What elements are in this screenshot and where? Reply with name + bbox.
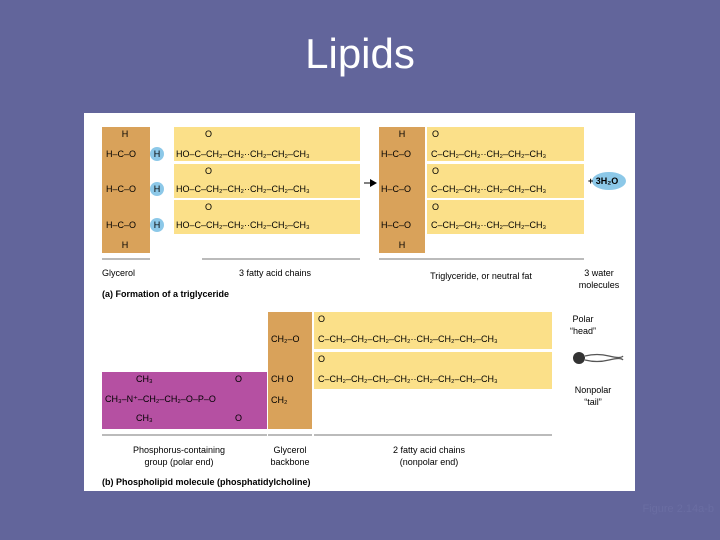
phospholipid-chain-row-1: C–CH₂–CH₂–CH₂–CH₂··CH₂–CH₂–CH₂–CH₃: [318, 334, 498, 344]
phosphate-o-bottom: O: [235, 413, 242, 423]
glycerol-bottom-h: H: [122, 240, 129, 250]
glycerol-row-1: H–C–O: [106, 149, 136, 159]
triglyceride-chain-row-1: C–CH₂–CH₂··CH₂–CH₂–CH₃: [431, 149, 546, 159]
phospholipid-chain-band-2: [314, 352, 552, 389]
label-polar-head-1: Polar: [572, 314, 593, 324]
fatty-acid-row-1: HO–C–CH₂–CH₂··CH₂–CH₂–CH₃: [176, 149, 310, 159]
glycerol-band: [102, 127, 150, 253]
label-chains-1: 2 fatty acid chains: [393, 445, 466, 455]
hydrogen-bubble-2: [150, 182, 164, 196]
fatty-acid-row-2: HO–C–CH₂–CH₂··CH₂–CH₂–CH₃: [176, 184, 310, 194]
carbonyl-o-1: O: [205, 129, 212, 139]
triglyceride-chain-band-1: [427, 127, 584, 161]
triglyceride-carbonyl-o-3: O: [432, 202, 439, 212]
label-fatty-acids: 3 fatty acid chains: [239, 268, 312, 278]
hydrogen-bubble-3: [150, 218, 164, 232]
phosphate-top-ch3: CH₃: [136, 374, 153, 384]
water-bubble: [592, 172, 626, 190]
caption-part-a: (a) Formation of a triglyceride: [102, 289, 229, 299]
fatty-acid-band-3: [174, 200, 360, 234]
label-nonpolar-tail-1: Nonpolar: [575, 385, 612, 395]
hydrogen-1: H: [154, 149, 161, 159]
phosphate-bottom-ch3: CH₃: [136, 413, 153, 423]
label-backbone-1: Glycerol: [273, 445, 306, 455]
reaction-arrowhead: [370, 179, 377, 187]
triglyceride-glycerol-row-1: H–C–O: [381, 149, 411, 159]
glycerol-row-3: H–C–O: [106, 220, 136, 230]
label-triglyceride: Triglyceride, or neutral fat: [430, 271, 532, 281]
triglyceride-chain-row-2: C–CH₂–CH₂··CH₂–CH₂–CH₃: [431, 184, 546, 194]
phosphate-row: CH₃–N⁺–CH₂–CH₂–O–P–O: [105, 394, 216, 404]
triglyceride-top-h: H: [399, 129, 406, 139]
label-nonpolar-tail-2: “tail”: [584, 397, 602, 407]
phosphate-o-top: O: [235, 374, 242, 384]
triglyceride-carbonyl-o-2: O: [432, 166, 439, 176]
glycerol-row-2: H–C–O: [106, 184, 136, 194]
triglyceride-glycerol-row-3: H–C–O: [381, 220, 411, 230]
triglyceride-glycerol-band: [379, 127, 425, 253]
carbonyl-o-2: O: [205, 166, 212, 176]
label-phosphorus-2: group (polar end): [144, 457, 213, 467]
fatty-acid-band-1: [174, 127, 360, 161]
backbone-row-2: CH O: [271, 374, 294, 384]
fatty-acid-band-2: [174, 164, 360, 198]
triglyceride-chain-band-2: [427, 164, 584, 198]
label-water-1: 3 water: [584, 268, 614, 278]
label-backbone-2: backbone: [270, 457, 309, 467]
phosphate-group-band: [102, 372, 267, 429]
hydrogen-2: H: [154, 184, 161, 194]
slide-title: Lipids: [305, 30, 415, 77]
phospholipid-chain-row-2: C–CH₂–CH₂–CH₂–CH₂··CH₂–CH₂–CH₂–CH₃: [318, 374, 498, 384]
label-phosphorus-1: Phosphorus-containing: [133, 445, 225, 455]
label-polar-head-2: “head”: [570, 326, 596, 336]
backbone-row-3: CH₂: [271, 395, 288, 405]
phospholipid-carbonyl-o-1: O: [318, 314, 325, 324]
phospholipid-chain-band-1: [314, 312, 552, 349]
triglyceride-chain-band-3: [427, 200, 584, 234]
glycerol-top-h: H: [122, 129, 129, 139]
hydrogen-3: H: [154, 220, 161, 230]
figure-caption: Figure 2.14a-b: [642, 503, 714, 515]
phospholipid-tail-icon: [584, 353, 624, 363]
triglyceride-chain-row-3: C–CH₂–CH₂··CH₂–CH₂–CH₃: [431, 220, 546, 230]
glycerol-backbone-band: [268, 312, 312, 429]
water-formula: + 3H₂O: [588, 176, 618, 186]
triglyceride-glycerol-row-2: H–C–O: [381, 184, 411, 194]
phospholipid-head-icon: [573, 352, 585, 364]
lipid-figure: H H–C–O H–C–O H–C–O H H H H O O O HO–C–C…: [84, 113, 635, 491]
lipid-diagram: H H–C–O H–C–O H–C–O H H H H O O O HO–C–C…: [102, 127, 626, 487]
triglyceride-carbonyl-o-1: O: [432, 129, 439, 139]
carbonyl-o-3: O: [205, 202, 212, 212]
label-water-2: molecules: [579, 280, 620, 290]
fatty-acid-row-3: HO–C–CH₂–CH₂··CH₂–CH₂–CH₃: [176, 220, 310, 230]
label-glycerol: Glycerol: [102, 268, 135, 278]
caption-part-b: (b) Phospholipid molecule (phosphatidylc…: [102, 477, 311, 487]
triglyceride-bottom-h: H: [399, 240, 406, 250]
phospholipid-carbonyl-o-2: O: [318, 354, 325, 364]
backbone-row-1: CH₂–O: [271, 334, 300, 344]
hydrogen-bubble-1: [150, 147, 164, 161]
label-chains-2: (nonpolar end): [400, 457, 459, 467]
